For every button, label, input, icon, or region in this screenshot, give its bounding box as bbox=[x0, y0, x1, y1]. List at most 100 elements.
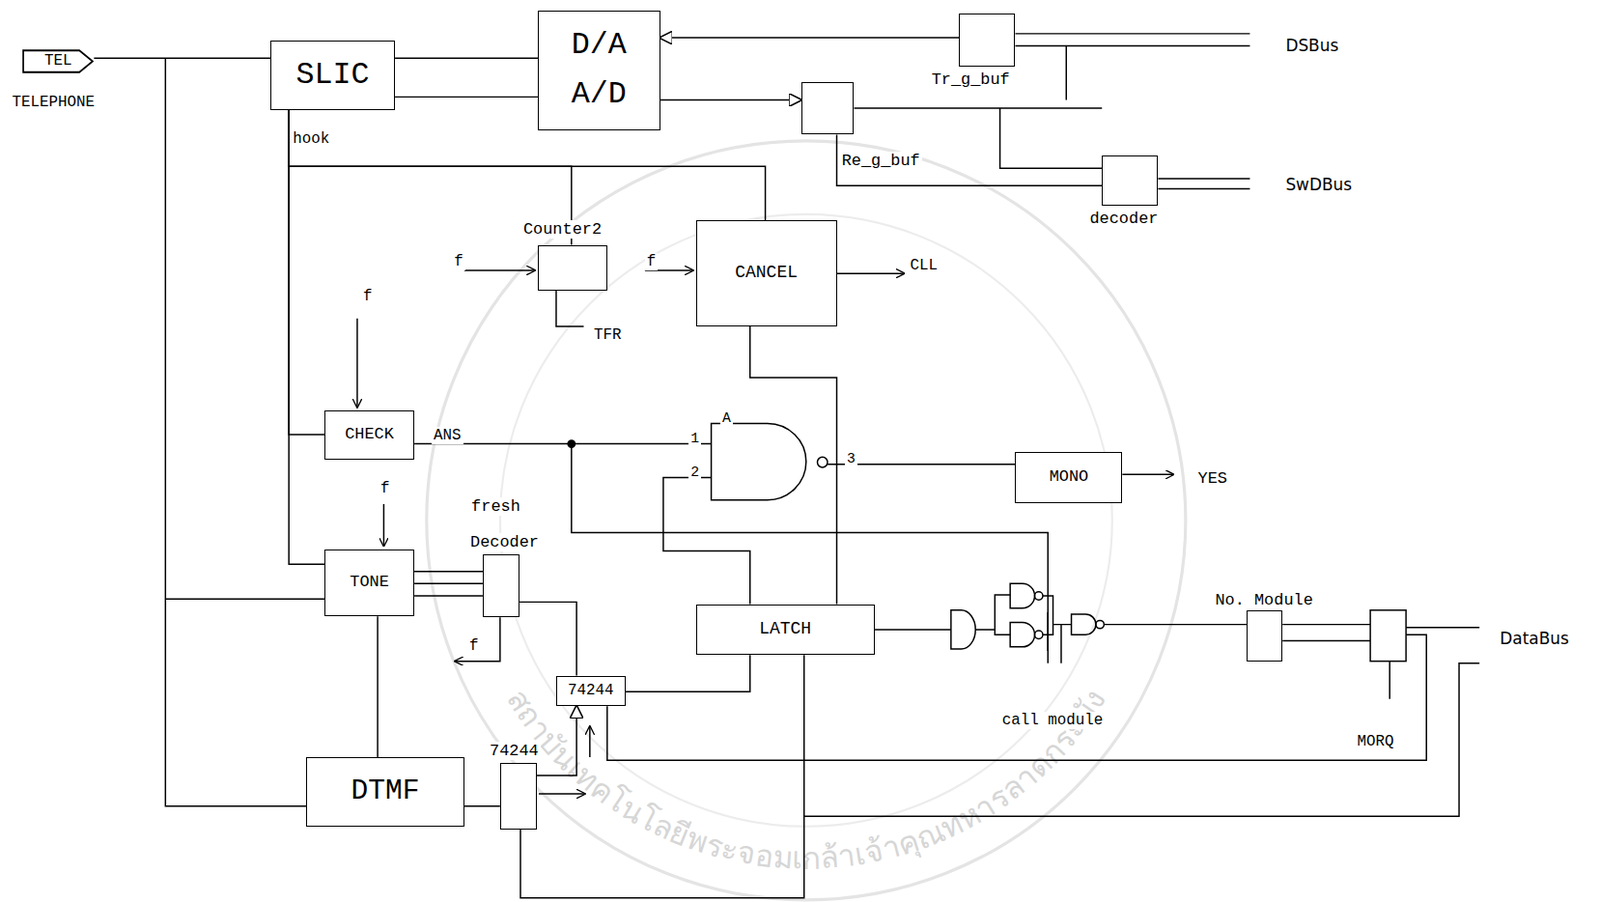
watermark-text: สถาบันเทคโนโลยีพระจอมเกล้าเจ้าคุณทหารลาด… bbox=[500, 683, 1113, 876]
signal-label: 2 bbox=[688, 464, 702, 481]
connector bbox=[288, 110, 765, 221]
signal-label: YES bbox=[1196, 469, 1230, 488]
buffer-ic-box: 74244 bbox=[556, 675, 626, 707]
connector bbox=[750, 326, 838, 604]
clock-arrow bbox=[383, 504, 385, 546]
node-label: TONE bbox=[349, 572, 390, 592]
call-gate bbox=[1010, 622, 1035, 647]
tone-bus bbox=[414, 571, 483, 596]
module-bus bbox=[1282, 624, 1371, 642]
signal-label: 1 bbox=[688, 430, 702, 448]
signal-label: 3 bbox=[844, 450, 858, 468]
data-wire bbox=[520, 654, 1480, 898]
counter-box: Counter2 bbox=[537, 245, 608, 292]
up-arrow bbox=[589, 726, 590, 758]
signal-label: f bbox=[378, 479, 393, 498]
signal-label: SwDBus bbox=[1283, 175, 1354, 195]
node-label: 74244 bbox=[487, 741, 541, 760]
node-label: CANCEL bbox=[734, 262, 798, 284]
converter-box: D/A A/D bbox=[537, 10, 661, 132]
gate-bubble bbox=[1035, 630, 1043, 639]
node-label: CHECK bbox=[344, 424, 394, 445]
clock-arrow bbox=[356, 318, 358, 408]
wires bbox=[165, 33, 1480, 899]
call-gate bbox=[951, 610, 976, 649]
connector bbox=[288, 110, 325, 564]
seal-outline bbox=[500, 214, 1113, 827]
check-box: CHECK bbox=[324, 410, 415, 460]
connector bbox=[464, 805, 501, 807]
node-label: Tr_g_buf bbox=[929, 70, 1012, 89]
connector bbox=[288, 110, 325, 435]
gate-bubble bbox=[1035, 591, 1043, 600]
call-wire bbox=[1042, 595, 1072, 664]
bus-wire bbox=[1157, 178, 1250, 190]
node-label: No. Module bbox=[1212, 590, 1315, 610]
signal-label: f bbox=[645, 252, 659, 271]
flag-shape bbox=[23, 50, 93, 73]
connector bbox=[376, 616, 378, 758]
gate-bubble bbox=[816, 456, 828, 468]
node-label: 74244 bbox=[567, 681, 615, 701]
dtmf-box: DTMF bbox=[306, 757, 465, 827]
node-label: LATCH bbox=[758, 618, 812, 641]
connector bbox=[394, 96, 538, 98]
clock-arrow bbox=[464, 269, 535, 271]
connector bbox=[394, 56, 538, 58]
module-box: No. Module bbox=[1246, 610, 1283, 662]
signal-label: MORQ bbox=[1354, 732, 1396, 751]
signal-label: hook bbox=[290, 130, 332, 148]
buffer-ic-box: 74244 bbox=[500, 762, 537, 830]
pin2-wire bbox=[663, 477, 751, 604]
node-label: DTMF bbox=[350, 774, 420, 810]
tone-box: TONE bbox=[324, 549, 415, 618]
connector-flag: TEL bbox=[22, 49, 94, 74]
connector bbox=[660, 99, 802, 101]
connector bbox=[660, 36, 960, 38]
gate-bubble bbox=[1095, 619, 1104, 628]
node-label: decoder bbox=[1087, 209, 1160, 228]
signal-label: call module bbox=[1000, 711, 1106, 730]
call-gate bbox=[1071, 614, 1096, 635]
signal-label: DSBus bbox=[1283, 36, 1341, 56]
seal-outline bbox=[426, 140, 1186, 900]
buffer-box: Re_g_buf bbox=[801, 82, 855, 136]
connector bbox=[93, 56, 271, 58]
call-gate bbox=[1010, 583, 1035, 608]
node-label: Decoder bbox=[468, 533, 541, 552]
databus-wire bbox=[1389, 627, 1480, 700]
signal-label: f bbox=[451, 252, 466, 271]
signal-label: f bbox=[361, 287, 375, 306]
call-wire bbox=[975, 594, 1011, 635]
bus-wire bbox=[853, 33, 1250, 169]
slic-box: SLIC bbox=[270, 40, 395, 111]
node-label: MONO bbox=[1049, 467, 1090, 487]
databus-buffer bbox=[1370, 610, 1406, 662]
call-out-wire bbox=[1103, 623, 1247, 625]
f-arrow bbox=[454, 617, 500, 661]
node-label: TEL bbox=[44, 52, 73, 71]
cancel-box: CANCEL bbox=[696, 220, 838, 327]
node-label: Re_g_buf bbox=[840, 151, 923, 170]
decoder-box: Decoder bbox=[482, 554, 520, 618]
mono-box: MONO bbox=[1014, 451, 1123, 504]
signal-label: CLL bbox=[908, 256, 941, 275]
cll-arrow bbox=[837, 272, 905, 274]
yes-arrow bbox=[1122, 474, 1174, 476]
signal-label: DataBus bbox=[1497, 629, 1571, 648]
connector bbox=[625, 654, 751, 692]
connector bbox=[837, 134, 1103, 186]
buffer-box: Tr_g_buf bbox=[958, 13, 1015, 67]
latch-box: LATCH bbox=[696, 604, 875, 656]
signal-label: TELEPHONE bbox=[10, 93, 98, 112]
node-label: Counter2 bbox=[521, 220, 604, 239]
watermark: สถาบันเทคโนโลยีพระจอมเกล้าเจ้าคุณทหารลาด… bbox=[500, 683, 1113, 876]
tel-wire bbox=[165, 57, 325, 806]
connector bbox=[536, 705, 577, 776]
junction-dot bbox=[567, 440, 575, 448]
tfr-wire bbox=[556, 290, 585, 327]
signal-label: fresh bbox=[469, 497, 523, 516]
